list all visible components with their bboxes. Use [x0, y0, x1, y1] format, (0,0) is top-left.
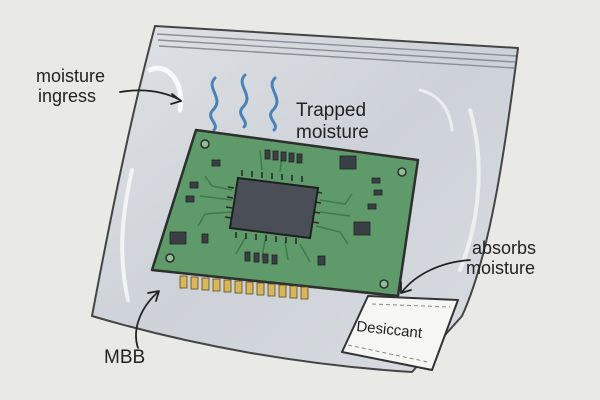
vapor-squiggles [209, 73, 279, 132]
moisture-ingress-label-line1: moisture [36, 66, 105, 86]
mbb-label: MBB [104, 347, 145, 368]
trapped-moisture-label-line2: moisture [296, 122, 369, 143]
pcb-gold-fingers [179, 275, 309, 300]
moisture-ingress-label-line2: ingress [38, 86, 96, 106]
absorbs-moisture-label-line2: moisture [466, 258, 535, 278]
absorbs-moisture-arrow [401, 259, 471, 293]
mbb-arrow [135, 291, 159, 349]
arrows [119, 89, 471, 349]
trapped-moisture-label-line1: Trapped [296, 100, 366, 121]
main-chip [224, 170, 323, 244]
desiccant-label: Desiccant [356, 318, 424, 342]
pcb-board [150, 128, 420, 300]
absorbs-moisture-label-line1: absorbs [472, 238, 536, 258]
desiccant-pack [341, 295, 459, 371]
